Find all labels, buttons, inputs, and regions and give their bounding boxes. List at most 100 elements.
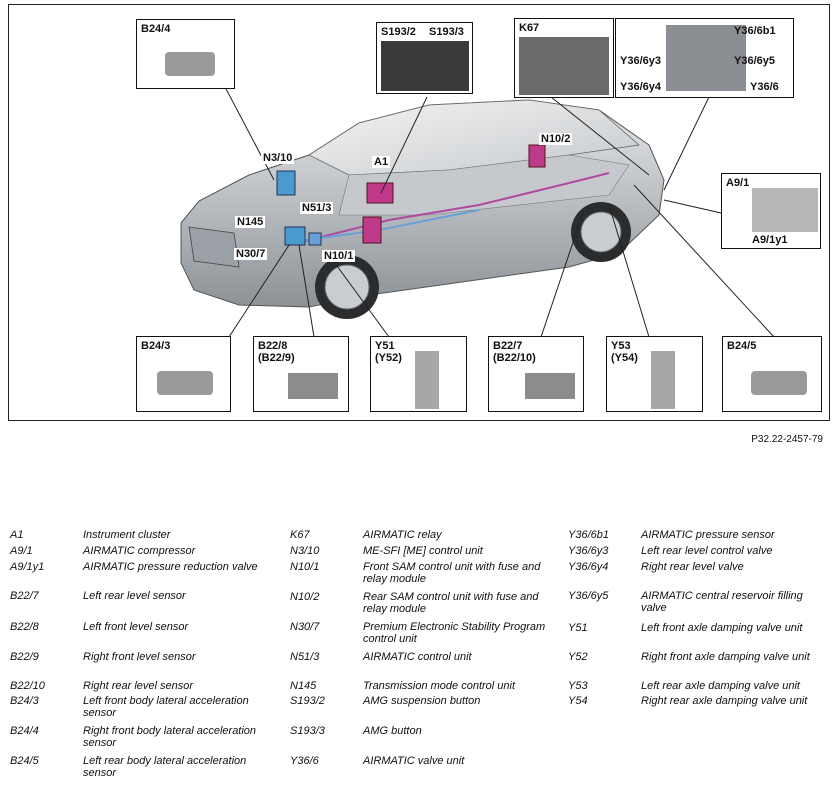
b24-5-inset: B24/5 — [722, 336, 822, 412]
legend-code: N10/1 — [290, 561, 320, 573]
legend-description: Right front level sensor — [83, 651, 196, 663]
s193-inset: S193/2 S193/3 — [376, 22, 473, 94]
legend-description: Left rear level control valve — [641, 545, 773, 557]
b22-7-inset: B22/7 (B22/10) — [488, 336, 584, 412]
s193-3-label: S193/3 — [429, 26, 464, 38]
legend-code: B24/4 — [10, 725, 39, 737]
y53-inset: Y53 (Y54) — [606, 336, 703, 412]
y36-6y3-label: Y36/6y3 — [620, 55, 661, 67]
b22-8-label: B22/8 — [258, 340, 288, 352]
y52-label: (Y52) — [375, 352, 402, 364]
legend-code: N3/10 — [290, 545, 320, 557]
legend-code: Y36/6b1 — [568, 529, 609, 541]
legend-description: AIRMATIC pressure sensor — [641, 529, 775, 541]
b22-9-label: (B22/9) — [258, 352, 295, 364]
y51-label: Y51 — [375, 340, 395, 352]
legend-code: Y36/6y5 — [568, 590, 609, 602]
damping-valve-image — [651, 351, 675, 409]
n30-7-label: N30/7 — [234, 248, 268, 260]
legend-description: AIRMATIC relay — [363, 529, 442, 541]
a9-1-label: A9/1 — [726, 177, 750, 189]
n3-10-label: N3/10 — [261, 152, 295, 164]
sensor-image — [165, 52, 215, 76]
legend-description: Left rear body lateral acceleration sens… — [83, 755, 247, 779]
a9-1-inset: A9/1 A9/1y1 — [721, 173, 821, 249]
level-sensor-image — [288, 373, 338, 399]
b22-8-inset: B22/8 (B22/9) — [253, 336, 349, 412]
legend-description: Instrument cluster — [83, 529, 171, 541]
legend-code: B24/5 — [10, 755, 39, 767]
legend-description: Right front axle damping valve unit — [641, 651, 810, 663]
level-sensor-image — [525, 373, 575, 399]
legend-code: Y36/6 — [290, 755, 319, 767]
legend-description: Left front level sensor — [83, 621, 189, 633]
legend-description: AIRMATIC valve unit — [363, 755, 465, 767]
legend-code: K67 — [290, 529, 310, 541]
legend-code: B22/7 — [10, 590, 39, 602]
s193-2-label: S193/2 — [381, 26, 416, 38]
legend-description: AMG suspension button — [363, 695, 481, 707]
sensor-image — [751, 371, 807, 395]
legend-description: Front SAM control unit with fuse and rel… — [363, 561, 541, 585]
legend-description: Right front body lateral acceleration se… — [83, 725, 257, 749]
legend-description: Left rear level sensor — [83, 590, 186, 602]
legend-code: N10/2 — [290, 591, 320, 603]
legend-description: Left front body lateral acceleration sen… — [83, 695, 249, 719]
n145-label: N145 — [235, 216, 266, 228]
legend-code: A1 — [10, 529, 24, 541]
legend-description: AIRMATIC compressor — [83, 545, 196, 557]
legend-code: Y36/6y3 — [568, 545, 609, 557]
damping-valve-image — [415, 351, 439, 409]
legend-description: Premium Electronic Stability Program con… — [363, 621, 546, 645]
legend-description: Left front axle damping valve unit — [641, 622, 803, 634]
legend-code: Y51 — [568, 622, 588, 634]
legend-code: S193/3 — [290, 725, 325, 737]
b24-4-label: B24/4 — [141, 23, 171, 35]
valve-unit-image — [666, 25, 746, 91]
n51-3-label: N51/3 — [300, 202, 334, 214]
b24-4-inset: B24/4 — [136, 19, 235, 89]
legend-description: AIRMATIC central reservoir filling valve — [641, 590, 803, 614]
legend-code: Y52 — [568, 651, 588, 663]
legend-code: N30/7 — [290, 621, 320, 633]
legend-description: Left rear axle damping valve unit — [641, 680, 800, 692]
y36-6-label: Y36/6 — [750, 81, 779, 93]
y36-6y4-label: Y36/6y4 — [620, 81, 661, 93]
legend-code: N145 — [290, 680, 317, 692]
legend-code: B22/8 — [10, 621, 39, 633]
legend-code: B22/9 — [10, 651, 39, 663]
y51-inset: Y51 (Y52) — [370, 336, 467, 412]
car-illustration — [180, 84, 775, 338]
console-image — [381, 41, 469, 91]
legend-code: S193/2 — [290, 695, 325, 707]
y36-6b1-label: Y36/6b1 — [734, 25, 776, 37]
n10-1-label: N10/1 — [322, 250, 356, 262]
compressor-image — [752, 188, 818, 232]
legend-code: A9/1 — [10, 545, 33, 557]
k67-inset: K67 — [514, 18, 614, 98]
legend-description: AMG button — [363, 725, 422, 737]
n10-2-label: N10/2 — [539, 133, 573, 145]
b24-3-inset: B24/3 — [136, 336, 231, 412]
relay-image — [519, 37, 609, 95]
legend-description: Rear SAM control unit with fuse and rela… — [363, 591, 539, 615]
legend-description: Transmission mode control unit — [363, 680, 516, 692]
legend-description: Right rear level sensor — [83, 680, 194, 692]
k67-label: K67 — [519, 22, 540, 34]
a1-label: A1 — [372, 156, 391, 168]
y53-label: Y53 — [611, 340, 631, 352]
b24-3-label: B24/3 — [141, 340, 171, 352]
y54-label: (Y54) — [611, 352, 638, 364]
legend-code: B22/10 — [10, 680, 45, 692]
legend-code: Y54 — [568, 695, 588, 707]
b22-7-label: B22/7 — [493, 340, 523, 352]
legend-description: AIRMATIC pressure reduction valve — [83, 561, 258, 573]
legend-code: B24/3 — [10, 695, 39, 707]
a9-1y1-label: A9/1y1 — [752, 234, 788, 246]
legend-code: Y36/6y4 — [568, 561, 609, 573]
figure-reference: P32.22-2457-79 — [751, 434, 823, 445]
legend-description: AIRMATIC control unit — [363, 651, 472, 663]
y36-inset: Y36/6b1 Y36/6y3 Y36/6y5 Y36/6y4 Y36/6 — [615, 18, 794, 98]
b24-5-label: B24/5 — [727, 340, 757, 352]
component-location-diagram: B24/4 S193/2 S193/3 K67 Y36/6b1 Y36/6y3 … — [8, 4, 830, 421]
